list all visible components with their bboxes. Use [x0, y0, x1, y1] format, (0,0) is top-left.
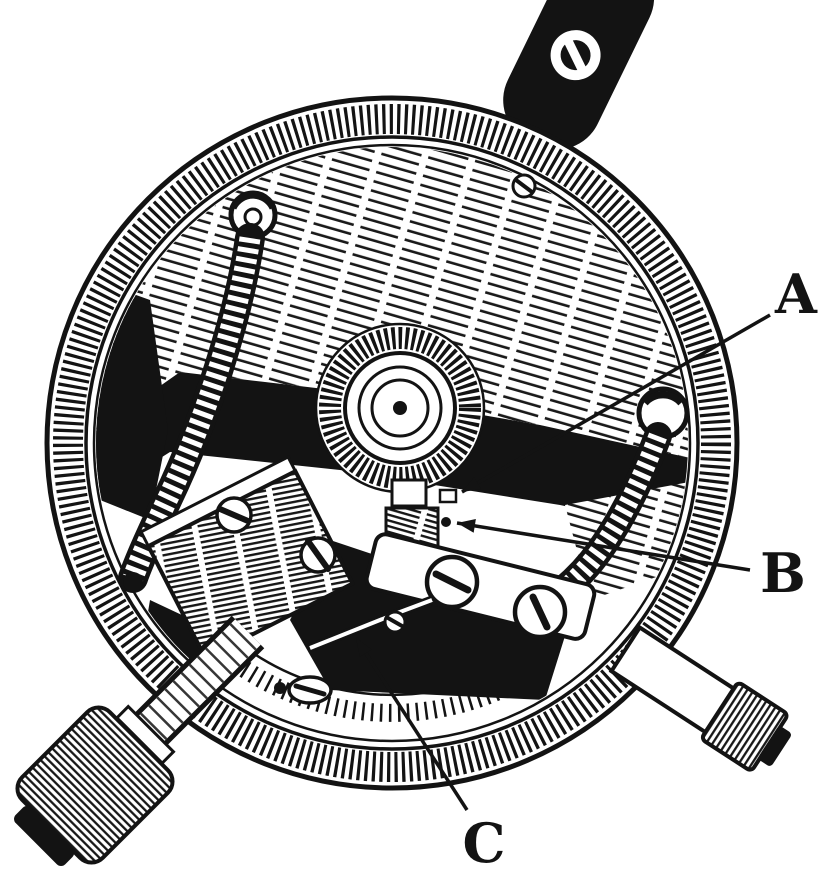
base-screw	[274, 675, 333, 705]
adjusting-knob	[14, 704, 176, 866]
plate-screw	[511, 173, 537, 199]
right-terminal-post	[636, 386, 690, 440]
label-b: B	[760, 541, 806, 605]
label-a: A	[774, 262, 818, 326]
left-shadow	[96, 270, 168, 520]
leader-line-c	[354, 637, 469, 811]
leader-line-a	[461, 313, 771, 494]
rim-inner-ring	[84, 135, 700, 751]
contact-point-a	[438, 488, 458, 504]
breaker-arm-screw-2	[512, 584, 568, 640]
breaker-arm-screw-1	[424, 554, 480, 610]
top-mounting-tab	[503, 0, 655, 150]
contact-point-b	[441, 517, 451, 527]
pivot-screw	[383, 610, 407, 634]
boss-center-dot	[393, 401, 407, 415]
label-c: C	[463, 811, 506, 875]
condenser-screw-1	[215, 496, 253, 534]
side-terminal	[608, 624, 791, 772]
right-braided-wire	[549, 422, 672, 604]
left-braided-wire	[118, 223, 265, 593]
leader-line-b	[456, 518, 751, 572]
callouts: A B C	[354, 262, 818, 875]
condenser-block	[139, 454, 356, 662]
mechanism-shadow	[290, 540, 570, 700]
boss-knurl-ring	[319, 327, 481, 489]
central-cam-boss	[314, 322, 486, 494]
knurled-rim-band	[53, 104, 731, 782]
condenser-screw-2	[299, 536, 337, 574]
